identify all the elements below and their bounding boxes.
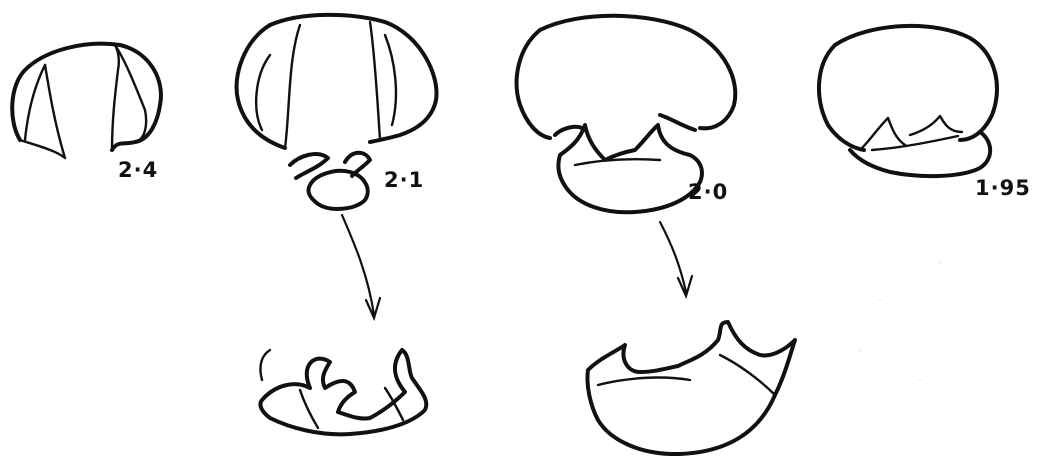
label-stage-1: 2·4 (118, 158, 158, 182)
label-stage-3: 2·0 (688, 180, 728, 204)
label-stage-4: 1·95 (975, 176, 1031, 200)
label-stage-2: 2·1 (384, 168, 424, 192)
